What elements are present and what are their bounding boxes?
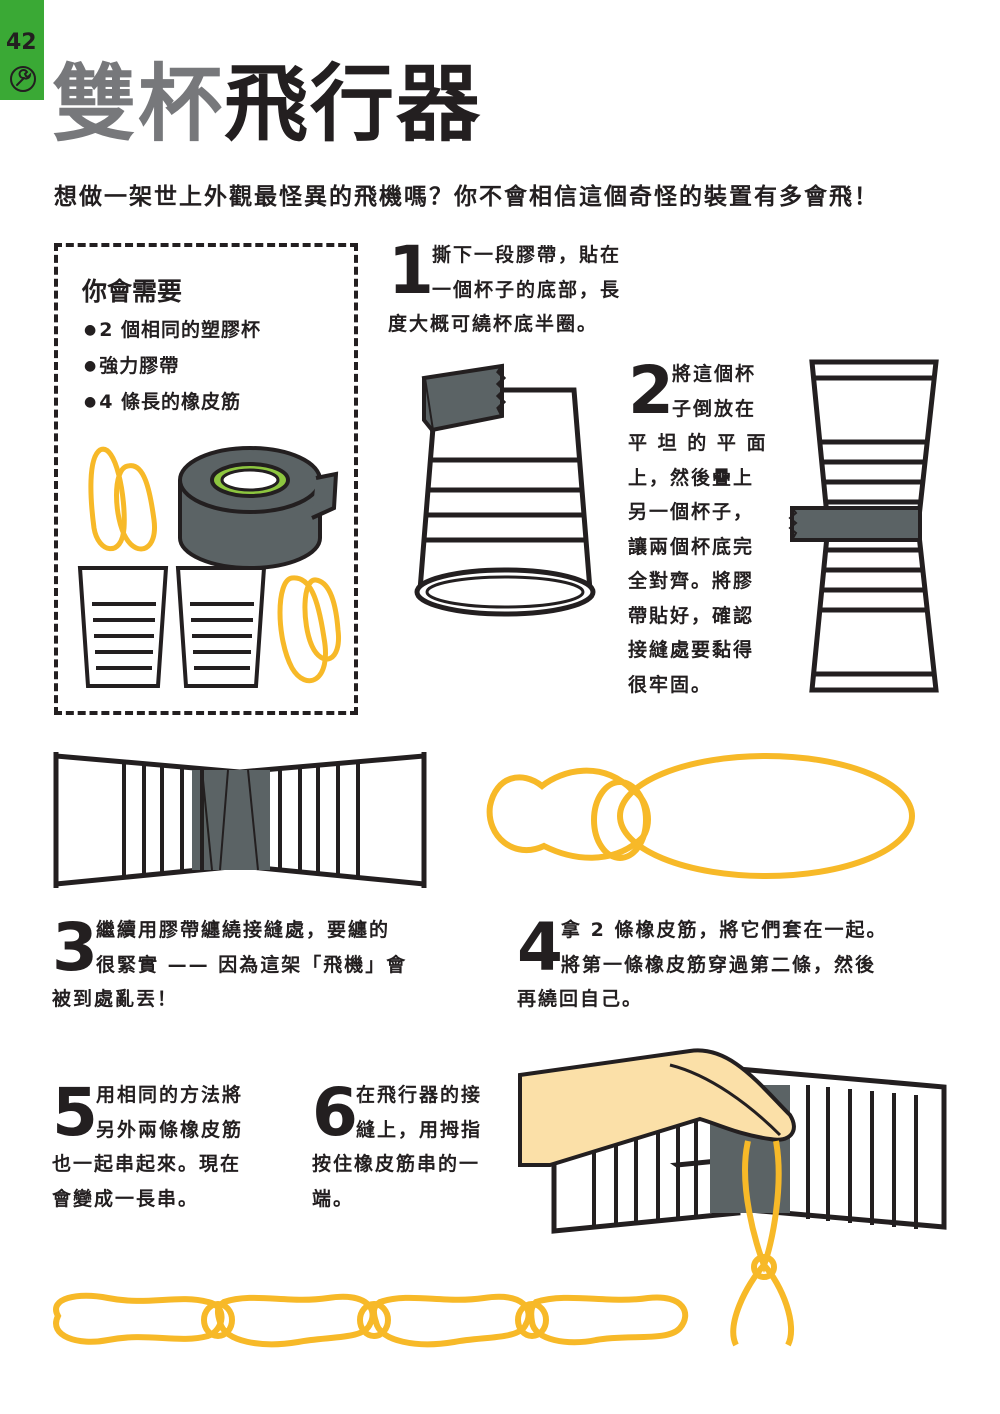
- material-item: 2 個相同的塑膠杯: [84, 318, 261, 354]
- step-5-number: 5: [52, 1074, 98, 1151]
- step-2-text: 將這個杯 子倒放在 平 坦 的 平 面 上，然後疊上 另一個杯子， 讓兩個杯底完…: [628, 363, 768, 696]
- materials-title: 你會需要: [82, 277, 183, 306]
- step-1-number: 1: [388, 232, 434, 309]
- page-title: 雙杯飛行器: [52, 62, 482, 146]
- step-4-text: 拿 2 條橡皮筋，將它們套在一起。 將第一條橡皮筋穿過第二條，然後 再繞回自己。: [517, 919, 888, 1010]
- materials-illustration: [77, 446, 341, 688]
- step-4-number: 4: [517, 909, 563, 986]
- page-number: 42: [6, 30, 37, 55]
- title-part1: 雙杯: [52, 55, 225, 153]
- material-item: 強力膠帶: [84, 354, 261, 390]
- title-part2: 飛行器: [224, 55, 483, 153]
- wrench-icon: [10, 66, 36, 92]
- step-6-text: 在飛行器的接 縫上，用拇指 按住橡皮筋串的一 端。: [312, 1084, 483, 1210]
- step-5-illustration: [53, 1292, 689, 1348]
- tape-roll: [178, 446, 339, 570]
- rubber-band: [277, 575, 328, 684]
- step-4-illustration: [486, 753, 915, 879]
- step-1-illustration: [414, 363, 596, 617]
- step-3-text: 繼續用膠帶纏繞接縫處，要纏的 很緊實 —— 因為這架「飛機」會 被到處亂丟！: [52, 919, 408, 1010]
- material-item: 4 條長的橡皮筋: [84, 390, 261, 426]
- step-3-illustration: [53, 752, 427, 888]
- materials-box: [54, 243, 358, 715]
- rubber-band: [88, 446, 127, 552]
- step-6-number: 6: [312, 1074, 358, 1151]
- materials-list: 2 個相同的塑膠杯 強力膠帶 4 條長的橡皮筋: [84, 318, 261, 426]
- intro-text: 想做一架世上外觀最怪異的飛機嗎？你不會相信這個奇怪的裝置有多會飛！: [54, 184, 879, 210]
- step-2-illustration: [788, 359, 939, 693]
- step-3-number: 3: [52, 909, 98, 986]
- step-6-illustration: [518, 1048, 947, 1347]
- step-2-number: 2: [628, 352, 674, 429]
- rubber-band: [114, 463, 157, 552]
- step-1-text: 撕下一段膠帶，貼在 一個杯子的底部，長 度大概可繞杯底半圈。: [388, 244, 622, 335]
- plastic-cups: [77, 566, 267, 688]
- rubber-band: [302, 577, 341, 662]
- step-5-text: 用相同的方法將 另外兩條橡皮筋 也一起串起來。現在 會變成一長串。: [52, 1084, 244, 1210]
